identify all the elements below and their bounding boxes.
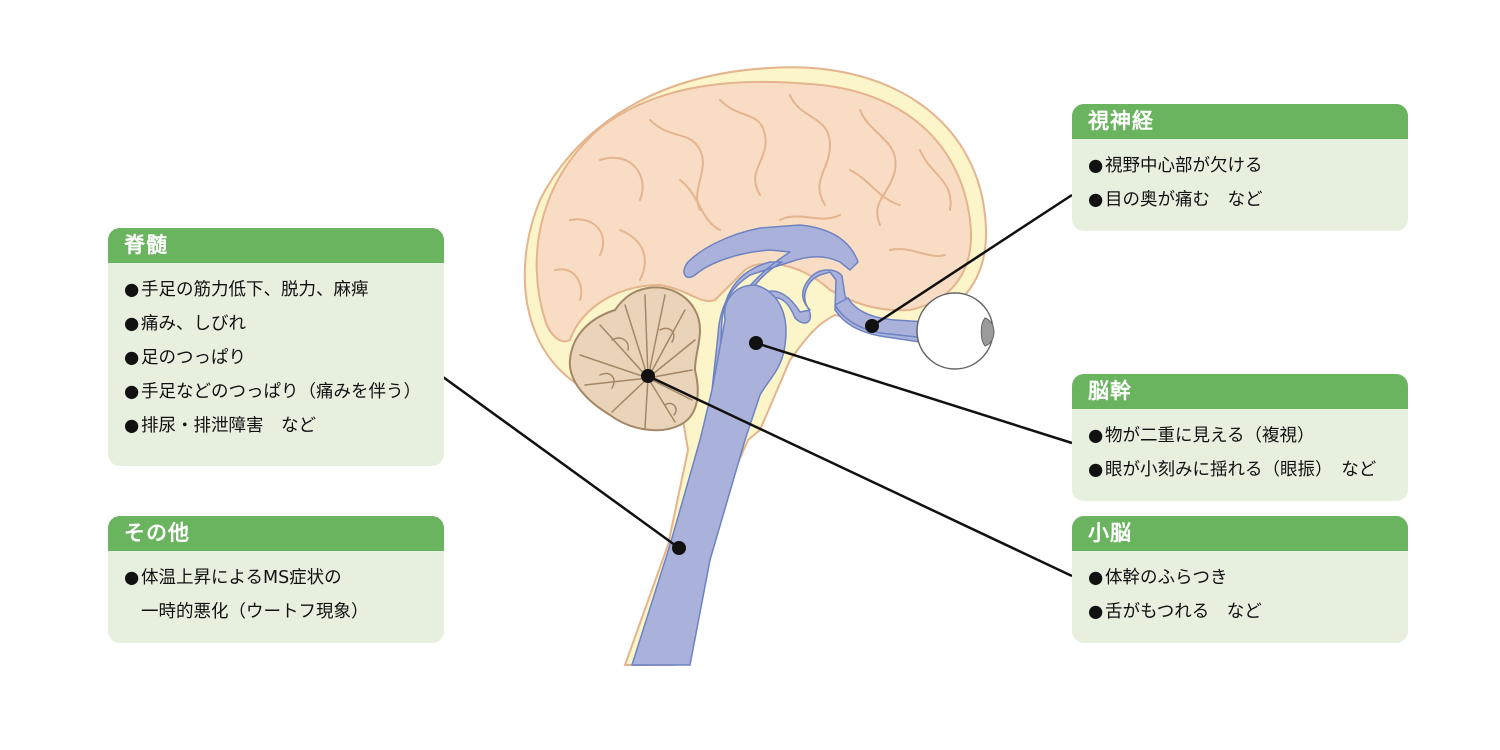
card-title: 視神経 — [1072, 104, 1408, 139]
card-cerebellum: 小脳 ●体幹のふらつき ●舌がもつれる など — [1072, 516, 1408, 643]
gyri-folds — [554, 94, 952, 301]
brainstem — [631, 284, 787, 666]
line-cerebellum — [647, 374, 1073, 578]
dot-spinal-cord — [672, 541, 686, 555]
dot-cerebellum — [641, 369, 655, 383]
list-item: ●手足などのつっぱり（痛みを伴う） — [124, 382, 421, 402]
connector-dots — [641, 319, 879, 555]
eye-icon — [916, 292, 995, 370]
card-title: その他 — [108, 516, 444, 551]
card-spinal-cord: 脊髄 ●手足の筋力低下、脱力、麻痺 ●痛み、しびれ ●足のつっぱり ●手足などの… — [108, 228, 444, 466]
card-body: ●物が二重に見える（複視） ●眼が小刻みに揺れる（眼振） など — [1072, 409, 1408, 487]
list-item: ●排尿・排泄障害 など — [124, 416, 316, 436]
list-item: ●足のつっぱり — [124, 348, 246, 368]
dot-optic-nerve — [865, 319, 879, 333]
dot-brainstem — [749, 336, 763, 350]
line-spinal-cord — [442, 375, 680, 550]
card-body: ●体幹のふらつき ●舌がもつれる など — [1072, 551, 1408, 629]
card-brainstem: 脳幹 ●物が二重に見える（複視） ●眼が小刻みに揺れる（眼振） など — [1072, 374, 1408, 501]
cerebellum — [568, 286, 702, 432]
connector-lines — [442, 193, 1073, 578]
list-item: ●痛み、しびれ — [124, 314, 246, 334]
list-item: ●視野中心部が欠ける — [1088, 156, 1263, 176]
cerebellum-folia — [579, 294, 696, 429]
list-item: ●体温上昇によるMS症状の — [124, 568, 342, 588]
card-other: その他 ●体温上昇によるMS症状の 一時的悪化（ウートフ現象） — [108, 516, 444, 643]
list-item: ●手足の筋力低下、脱力、麻痺 — [124, 280, 369, 300]
card-title: 脊髄 — [108, 228, 444, 263]
line-brainstem — [755, 341, 1073, 445]
card-optic-nerve: 視神経 ●視野中心部が欠ける ●目の奥が痛む など — [1072, 104, 1408, 231]
list-item-continuation: 一時的悪化（ウートフ現象） — [141, 602, 369, 622]
list-item: ●目の奥が痛む など — [1088, 190, 1263, 210]
card-body: ●視野中心部が欠ける ●目の奥が痛む など — [1072, 139, 1408, 217]
card-title: 脳幹 — [1072, 374, 1408, 409]
list-item: ●物が二重に見える（複視） — [1088, 426, 1315, 446]
card-body: ●手足の筋力低下、脱力、麻痺 ●痛み、しびれ ●足のつっぱり ●手足などのつっぱ… — [108, 263, 444, 443]
list-item: ●体幹のふらつき — [1088, 568, 1228, 588]
list-item: ●舌がもつれる など — [1088, 602, 1262, 622]
card-title: 小脳 — [1072, 516, 1408, 551]
card-body: ●体温上昇によるMS症状の 一時的悪化（ウートフ現象） — [108, 551, 444, 629]
list-item: ●眼が小刻みに揺れる（眼振） など — [1088, 460, 1377, 480]
line-optic-nerve — [871, 193, 1073, 328]
